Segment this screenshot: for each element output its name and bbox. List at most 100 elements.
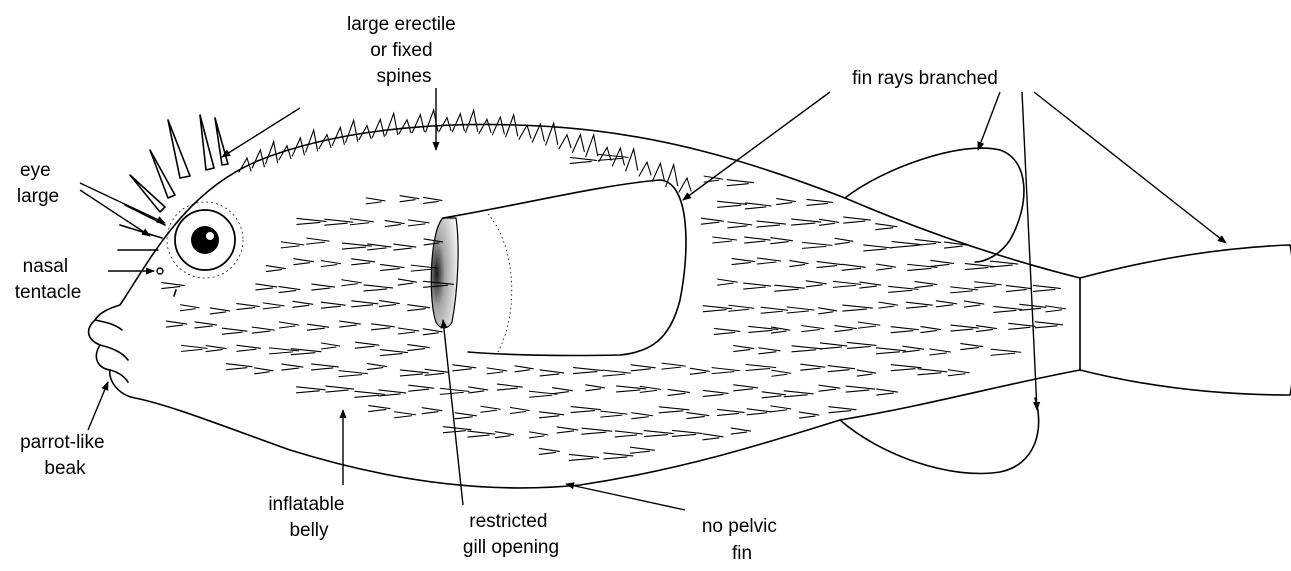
spine-mark xyxy=(844,217,871,223)
eye-pupil xyxy=(191,226,219,254)
spine-mark xyxy=(807,199,833,205)
spine-mark xyxy=(379,301,399,307)
spine-mark xyxy=(557,427,578,433)
ridge-spine xyxy=(452,114,464,132)
spine-mark xyxy=(255,368,273,374)
label-gill: restricted gill opening xyxy=(463,511,559,558)
spine-mark xyxy=(574,368,603,374)
ridge-spine xyxy=(572,135,584,153)
spine-mark xyxy=(291,349,321,355)
ridge-spine xyxy=(252,150,264,168)
ridge-spine xyxy=(639,162,651,176)
spine-mark xyxy=(891,365,921,371)
spine-mark xyxy=(293,301,313,307)
spine-mark xyxy=(279,322,298,328)
spine-mark xyxy=(180,305,199,311)
spine-mark xyxy=(703,390,728,396)
body-spine-marks xyxy=(162,154,1066,460)
spine-mark xyxy=(222,328,247,334)
spine-mark xyxy=(718,279,738,285)
spine-mark xyxy=(864,245,892,251)
spine-mark xyxy=(350,219,373,225)
spine-mark xyxy=(690,368,709,374)
spine-mark xyxy=(727,180,753,186)
spine-mark xyxy=(409,385,434,391)
spine-mark xyxy=(355,342,379,348)
spine-mark xyxy=(787,307,814,313)
arrow-gill xyxy=(443,320,463,505)
label-nasal: nasal tentacle xyxy=(15,256,82,303)
spine-mark xyxy=(668,389,689,395)
spine-mark xyxy=(312,364,339,370)
spine-mark xyxy=(601,411,627,417)
spine-mark xyxy=(206,346,226,352)
spine-mark xyxy=(921,327,941,333)
spine-mark xyxy=(792,219,821,225)
spine-mark xyxy=(586,385,605,391)
ridge-spine xyxy=(306,130,318,152)
spine-mark xyxy=(398,328,419,334)
spine-mark xyxy=(297,387,326,393)
ridge-spine xyxy=(652,163,664,181)
label-eye: eye large xyxy=(17,160,59,207)
spine-mark xyxy=(408,220,429,226)
spine-mark xyxy=(297,218,326,224)
spine-mark xyxy=(829,407,856,413)
spine-mark xyxy=(408,345,429,351)
spine-mark xyxy=(252,327,274,333)
spine-mark xyxy=(835,326,857,332)
spine-mark xyxy=(237,304,260,310)
spine-mark xyxy=(570,157,596,163)
spine-mark xyxy=(757,221,786,227)
ridge-spine xyxy=(679,178,691,192)
arrow-fin-rays-3 xyxy=(1034,92,1226,243)
spine-mark xyxy=(771,327,789,333)
spine-mark xyxy=(1006,286,1031,292)
spine-mark xyxy=(321,261,340,267)
spine-mark xyxy=(307,324,328,330)
ridge-spine xyxy=(586,135,598,157)
ridge-spine xyxy=(239,158,251,172)
spine-mark xyxy=(662,363,686,369)
spine-mark xyxy=(792,346,822,352)
spine-mark xyxy=(530,391,558,397)
spine-mark xyxy=(372,324,395,330)
label-spines: large erectile or fixed spines xyxy=(347,14,461,87)
ridge-spine xyxy=(386,113,398,135)
spine-mark xyxy=(379,390,406,396)
spine-mark xyxy=(713,237,737,243)
spine-mark xyxy=(340,321,361,327)
fish-illustration xyxy=(89,110,1291,488)
spine-mark xyxy=(455,413,476,419)
spine-mark xyxy=(747,409,771,415)
spine-mark xyxy=(352,301,378,307)
spine-mark xyxy=(994,306,1022,312)
nasal-tentacle xyxy=(157,268,163,274)
spine-mark xyxy=(640,386,660,392)
spine-mark xyxy=(266,266,285,272)
spine-mark xyxy=(802,242,832,248)
spine-mark xyxy=(718,409,744,415)
spine-mark xyxy=(857,370,876,376)
spine-mark xyxy=(761,307,788,313)
spine-mark xyxy=(762,392,786,398)
spine-mark xyxy=(819,219,838,225)
spine-mark xyxy=(819,308,837,314)
spine-mark xyxy=(539,412,563,418)
spine-mark xyxy=(325,219,353,225)
spine-mark xyxy=(166,321,186,327)
spine-mark xyxy=(879,302,898,308)
spine-mark xyxy=(256,284,277,290)
spine-mark xyxy=(398,279,416,285)
spine-mark xyxy=(364,285,392,291)
spine-mark xyxy=(757,258,780,264)
anal-fin xyxy=(840,398,1039,473)
spine-mark xyxy=(631,447,655,453)
spine-mark xyxy=(355,391,384,397)
spine-mark xyxy=(718,201,747,207)
spine-mark xyxy=(423,197,441,203)
spine-mark xyxy=(210,308,229,314)
spine-mark xyxy=(732,259,755,265)
spine-mark xyxy=(847,342,876,348)
